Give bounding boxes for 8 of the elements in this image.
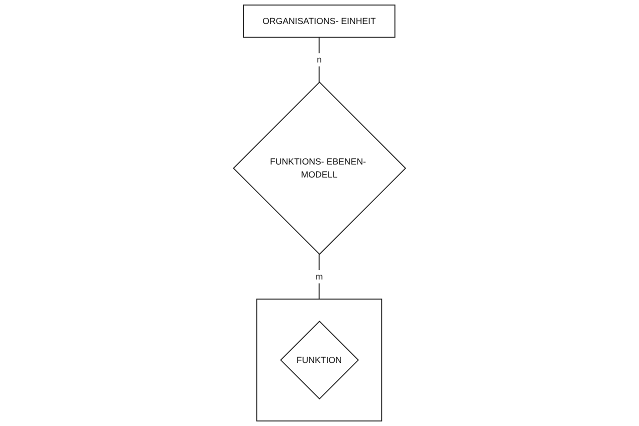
- node-diamond: FUNKTION: [280, 320, 359, 400]
- edge-label: n: [316, 54, 322, 65]
- node-diamond: FUNKTIONS- EBENEN- MODELL: [232, 82, 406, 255]
- connector: [318, 36, 320, 83]
- node-box: ORGANISATIONS- EINHEIT: [243, 4, 396, 38]
- connector: [318, 254, 320, 300]
- cluster: [256, 298, 382, 422]
- edge-label: m: [315, 271, 323, 282]
